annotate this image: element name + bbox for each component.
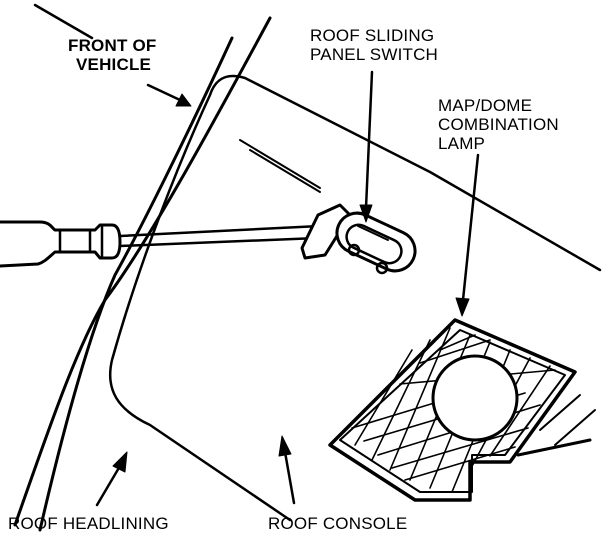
map-dome-lamp-line-1: MAP/DOME: [438, 96, 533, 115]
arrow-front-of-vehicle: [146, 83, 192, 107]
windshield-edge: [13, 16, 272, 532]
sliding-panel-switch-line-1: ROOF SLIDING: [310, 26, 435, 45]
corner-line: [33, 3, 94, 40]
sliding-panel-switch: [300, 203, 417, 275]
map-dome-lamp-label: MAP/DOME COMBINATION LAMP: [438, 96, 559, 153]
arrow-sliding-panel-switch: [359, 70, 374, 223]
roof-reflection: [239, 139, 321, 193]
map-dome-lamp: [328, 318, 577, 502]
roof-headlining-label: ROOF HEADLINING: [8, 514, 169, 533]
front-of-vehicle-line-1: FRONT OF: [68, 36, 157, 55]
arrow-roof-headlining: [95, 451, 128, 507]
console-side-lines: [539, 394, 596, 446]
screwdriver: [0, 220, 322, 268]
sliding-panel-switch-line-2: PANEL SWITCH: [310, 45, 439, 64]
map-dome-lamp-line-2: COMBINATION: [438, 115, 559, 134]
front-of-vehicle-line-2: VEHICLE: [76, 55, 152, 74]
front-of-vehicle-label: FRONT OF VEHICLE: [68, 36, 156, 74]
console-lower-edge: [516, 438, 592, 457]
arrow-roof-console: [278, 435, 296, 505]
map-dome-lamp-line-3: LAMP: [438, 134, 486, 153]
roof-console-outline: [108, 74, 602, 522]
roof-console-label: ROOF CONSOLE: [268, 514, 408, 533]
arrow-map-dome-lamp: [455, 153, 480, 317]
sliding-panel-switch-label: ROOF SLIDING PANEL SWITCH: [310, 26, 438, 64]
